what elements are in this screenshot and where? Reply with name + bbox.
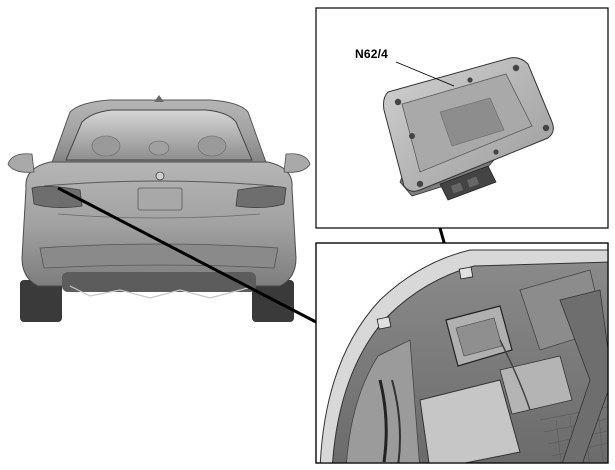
callout-line-car (57, 186, 317, 324)
left-rear-tyre (20, 280, 62, 322)
license-plate-area (137, 187, 183, 211)
module-label-area (439, 97, 505, 147)
left-mirror (7, 153, 35, 173)
right-tail-light (235, 186, 287, 208)
left-tail-light (31, 186, 83, 208)
label-leader-line (395, 61, 455, 87)
right-mirror (283, 153, 311, 173)
emblem-icon (155, 171, 165, 181)
trunk-interior-view (319, 249, 608, 463)
component-label-n62-4: N62/4 (355, 47, 389, 61)
car-rear-view (7, 95, 311, 322)
rear-diffuser (62, 272, 256, 292)
control-module-n62-4 (383, 57, 554, 201)
